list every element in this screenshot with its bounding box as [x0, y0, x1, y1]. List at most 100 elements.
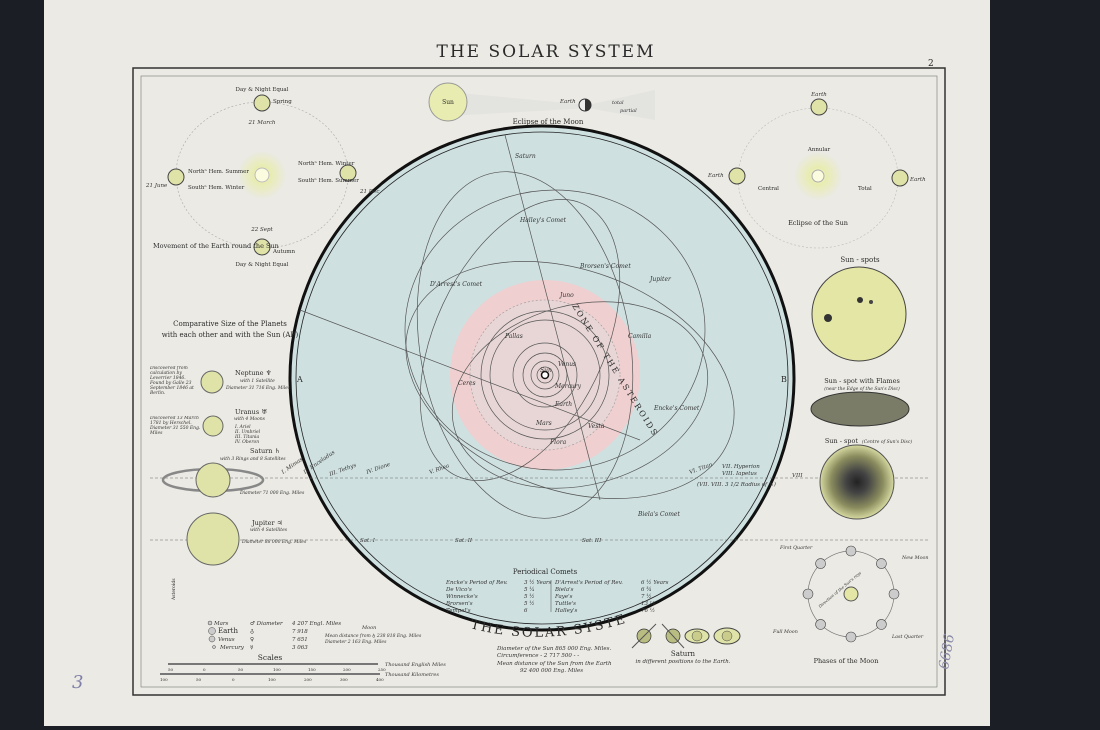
marker-b: B: [781, 375, 787, 384]
moon-phases: First Quarter New Moon Full Moon Last Qu…: [772, 545, 928, 665]
venus-prefix: ♀: [250, 637, 254, 643]
label-darrests-comet: D'Arrest's Comet: [429, 281, 483, 288]
moon-phase-position: [845, 631, 857, 643]
scale-tick: 50: [238, 667, 244, 672]
spring-label: Spring: [273, 99, 292, 105]
scale-tick: 100: [273, 667, 281, 672]
scale-tick: 50: [196, 677, 202, 682]
moon-eclipse-caption: Eclipse of the Moon: [513, 118, 584, 126]
venus-name: Venus: [218, 637, 235, 643]
scale-tick: 50: [168, 667, 174, 672]
label-vesta: Vesta: [588, 423, 605, 430]
moon-distance: Mean distance from ♁ 238 818 Eng. Miles: [324, 633, 422, 639]
jupiter-name: Jupiter ♃: [251, 519, 283, 527]
comet-name: Encke's Period of Rev.: [445, 580, 508, 586]
jupiter-disc: [186, 512, 240, 566]
label-jupiter-sat-2: Sat. II: [455, 538, 473, 544]
earth-prefix: ♁: [250, 628, 254, 635]
neptune-note: Discovered from calculation by Leverrier…: [150, 366, 194, 396]
mars-name: Mars: [213, 621, 229, 627]
earth-orbit-diagram: Day & Night Equal Spring 21 March 22 Sep…: [145, 87, 380, 268]
sun-facts: Diameter of the Sun 865 000 Eng. Miles. …: [496, 646, 612, 674]
label-jupiter: Jupiter: [648, 276, 672, 283]
comparative-title-1: Comparative Size of the Planets: [173, 320, 287, 328]
sun-eclipse-earth-top: Earth: [810, 92, 827, 98]
scales-title: Scales: [258, 653, 283, 662]
moon-phase-position: [876, 558, 887, 569]
left-north-label: Northⁿ Hem. Summer: [188, 169, 249, 175]
dec-label: 21 Dec: [359, 189, 380, 195]
scale-tick: 200: [343, 667, 351, 672]
comet-years: 3 ½ Years: [524, 579, 552, 586]
march-label: 21 March: [248, 120, 276, 126]
label-venus: Venus: [558, 361, 576, 368]
comet-years: 7 ½: [641, 593, 652, 600]
uranus-moon: I. Ariel: [234, 424, 251, 430]
uranus-moon: IV. Oberon: [234, 439, 259, 445]
full-moon-label: Full Moon: [772, 629, 798, 635]
marker-a: A: [296, 375, 303, 384]
scale-tick: 400: [376, 677, 384, 682]
moon-label: Moon: [361, 625, 376, 631]
sun-distance: Mean distance of the Sun from the Earth: [496, 661, 612, 667]
mercury-prefix: ☿: [250, 645, 253, 651]
phases-earth: [843, 586, 859, 602]
label-halleys-comet: Halley's Comet: [519, 217, 567, 224]
scale-tick: 300: [340, 677, 348, 682]
neptune-name: Neptune ♆: [235, 369, 271, 377]
eclipse-of-sun: Earth Annular Earth Central Total Earth …: [707, 92, 926, 249]
comet-years: 5 ½: [524, 600, 535, 607]
earth-name: Earth: [218, 627, 238, 635]
uranus-name: Uranus ♅: [235, 408, 267, 416]
sunspot-flames-title: Sun - spot with Flames: [824, 377, 900, 385]
comparative-sizes: Comparative Size of the Planets with eac…: [150, 320, 422, 651]
inner-frame: [140, 75, 938, 688]
moon-diameter: Diameter 2 163 Eng. Miles: [324, 639, 387, 645]
scale-tick: 100: [160, 677, 168, 682]
label-pallas: Pallas: [504, 333, 523, 340]
sun-distance-value: 92 400 000 Eng. Miles: [520, 668, 583, 674]
label-camilla: Camilla: [628, 333, 652, 340]
pencil-mark-left: 3: [72, 672, 83, 693]
total-label: Total: [858, 186, 872, 192]
right-north-label: Northⁿ Hem. Winter: [298, 161, 355, 167]
english-scale-label: Thousand English Miles: [385, 662, 446, 668]
label-earth: Earth: [554, 401, 572, 408]
orbit-labels: Saturn Halley's Comet Brorsen's Comet D'…: [429, 153, 700, 518]
first-quarter-label: First Quarter: [779, 545, 813, 551]
moon-phase-position: [802, 588, 814, 600]
moon-phases-caption: Phases of the Moon: [814, 657, 879, 665]
jupiter-sub: with 4 Satellites: [250, 527, 288, 533]
uranus-disc: [202, 415, 224, 437]
label-iapetus: VIII. Iapetus: [722, 471, 757, 477]
label-jupiter-sat-3: Sat. III: [582, 538, 602, 544]
comet-years: 13 ⅛: [641, 601, 656, 607]
plate-number: 2: [928, 59, 934, 69]
label-hyperion: VII. Hyperion: [722, 464, 760, 470]
sun-diameter: Diameter of the Sun 865 000 Eng. Miles.: [496, 646, 612, 652]
label-sun: Sun: [540, 367, 552, 374]
saturn-diam: Diameter 71 000 Eng. Miles: [239, 490, 305, 496]
comet-years: 5 ½: [524, 593, 535, 600]
left-south-label: Southⁿ Hem. Winter: [188, 185, 245, 191]
uranus-sub: with 4 Moons: [234, 416, 266, 422]
equinox-label-top: Day & Night Equal: [236, 87, 289, 93]
pencil-mark-right: 6686: [936, 633, 958, 671]
moon-phase-position: [815, 619, 826, 630]
label-iapetus-mark: VIII: [792, 473, 803, 479]
comet-years: 6: [524, 608, 528, 614]
scale-tick: 0: [232, 677, 235, 682]
comets-title: Periodical Comets: [513, 568, 578, 576]
saturn-positions-sub: in different positions to the Earth.: [635, 659, 730, 665]
scale-tick: 0: [203, 667, 206, 672]
moon-eclipse-earth: Earth: [559, 99, 576, 105]
mars-value: 4 207 Engl. Miles: [291, 621, 341, 627]
km-scale-label: Thousand Kilometres: [385, 672, 439, 678]
earth-orbit-caption: Movement of the Earth round the Sun: [153, 242, 279, 250]
mercury-name: Mercury: [219, 645, 245, 651]
saturn-positions: Saturn in different positions to the Ear…: [631, 623, 741, 665]
right-south-label: Southⁿ Hem. Summer: [298, 178, 359, 184]
eclipse-of-moon: Sun Earth total partial Eclipse of the M…: [428, 82, 655, 126]
annular-label: Annular: [807, 147, 831, 153]
venus-value: 7 651: [292, 637, 308, 643]
